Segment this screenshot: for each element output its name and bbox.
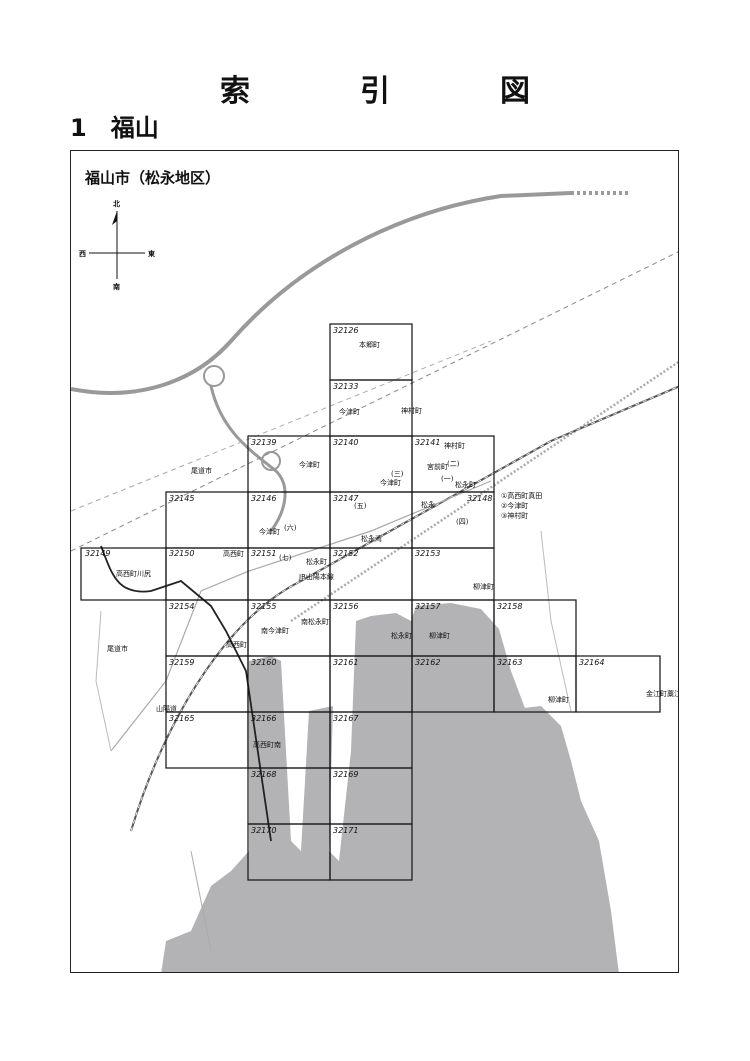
place-label: JR山陽本線 <box>298 572 334 581</box>
tile-id: 32170 <box>251 826 276 835</box>
tile-id: 32141 <box>415 438 440 447</box>
railway-dashed <box>71 251 678 552</box>
place-label: 松永町 <box>391 631 412 640</box>
place-label: 高西町 <box>226 640 247 649</box>
tile-id: 32150 <box>169 549 194 558</box>
compass-south: 南 <box>113 282 120 291</box>
legend-note: ②今津町 <box>501 501 528 510</box>
place-label: 高西町川尻 <box>116 569 151 578</box>
place-label: 松永 <box>421 500 435 509</box>
chome-mark: (七) <box>279 553 292 562</box>
sea-area-east <box>499 706 619 972</box>
tile-id: 32157 <box>415 602 441 611</box>
section-heading: 1 福山 <box>70 114 159 142</box>
tile-id: 32146 <box>251 494 276 503</box>
tile-id: 32167 <box>333 714 359 723</box>
connector-road <box>209 385 287 532</box>
chome-mark: (四) <box>456 518 469 526</box>
place-label: 柳津町 <box>548 695 569 704</box>
chome-mark: (五) <box>354 502 367 510</box>
place-label: 柳津町 <box>429 631 450 640</box>
place-label: 今津町 <box>299 460 320 469</box>
tile-id: 32168 <box>251 770 276 779</box>
tile-id: 32171 <box>333 826 358 835</box>
chome-mark: (二) <box>447 460 460 468</box>
place-label: 山陽道 <box>156 704 177 713</box>
interchange-loop <box>203 365 225 387</box>
chome-mark: (三) <box>391 470 404 478</box>
place-label: 松永湾 <box>361 534 382 543</box>
place-label: 神村町 <box>401 406 422 415</box>
page-title: 索 引 図 <box>220 74 570 109</box>
chome-marks: (一) (二) (三) (四) (五) (六) (七) <box>279 460 469 562</box>
tile-id: 32139 <box>251 438 276 447</box>
tile-id: 32162 <box>415 658 440 667</box>
minor-road <box>190 850 212 952</box>
place-label: 尾道市 <box>107 644 128 653</box>
tile-id: 32156 <box>333 602 358 611</box>
tile-id: 32149 <box>85 549 110 558</box>
shinkansen-dotted <box>290 360 678 623</box>
legend-note: ①高西町真田 <box>501 491 542 500</box>
tile-id: 32163 <box>497 658 522 667</box>
tile-ids: 32126 32133 32139 32140 32141 32145 3214… <box>85 326 604 835</box>
map-canvas: 32126 32133 32139 32140 32141 32145 3214… <box>71 191 679 972</box>
compass-icon: 北 南 東 西 <box>79 199 156 291</box>
tile-id: 32133 <box>333 382 358 391</box>
expressway <box>71 191 572 395</box>
compass-north: 北 <box>113 199 120 208</box>
compass-east: 東 <box>148 249 156 258</box>
chome-mark: (一) <box>441 475 454 483</box>
tile-id: 32147 <box>333 494 359 503</box>
tile-id: 32140 <box>333 438 358 447</box>
place-label: 南今津町 <box>261 626 289 635</box>
map-title: 福山市（松永地区） <box>83 167 223 188</box>
place-label: 高西町南 <box>253 740 281 749</box>
tile-id: 32152 <box>333 549 358 558</box>
place-label: 高西町 <box>223 549 244 558</box>
tile-id: 32159 <box>169 658 194 667</box>
jr-sanyo-line-inner <box>130 386 678 832</box>
tile-id: 32158 <box>497 602 522 611</box>
tile-id: 32161 <box>333 658 358 667</box>
chome-mark: (六) <box>284 523 297 532</box>
place-label: 南松永町 <box>301 617 329 626</box>
tile-id: 32155 <box>251 602 276 611</box>
place-label: 今津町 <box>259 527 280 536</box>
tile-id: 32166 <box>251 714 276 723</box>
place-label: 金江町藁江 <box>646 689 679 698</box>
place-label: 神村町 <box>444 441 465 450</box>
tile-id: 32164 <box>579 658 604 667</box>
place-label: 本郷町 <box>359 340 380 349</box>
place-labels: 本郷町 今津町 神村町 今津町 尾道市 宮前町 今津町 松永 松永町 今津町 高… <box>107 340 679 749</box>
tile-id: 32126 <box>333 326 358 335</box>
city-boundary <box>100 545 272 842</box>
minor-road <box>540 530 572 712</box>
legend-notes: ①高西町真田 ②今津町 ③神村町 <box>501 491 542 520</box>
place-label: 尾道市 <box>191 466 212 475</box>
place-label: 宮前町 <box>427 462 448 471</box>
place-label: 今津町 <box>339 407 360 416</box>
index-map: 32126 32133 32139 32140 32141 32145 3214… <box>70 150 679 973</box>
tile-id: 32145 <box>169 494 194 503</box>
railway-dashed <box>71 340 492 512</box>
compass-west: 西 <box>79 250 86 258</box>
tile-id: 32160 <box>251 658 276 667</box>
tile-id: 32169 <box>333 770 358 779</box>
minor-road <box>95 610 112 752</box>
tile-id: 32151 <box>251 549 276 558</box>
trunk-road <box>110 480 492 752</box>
tile-grid <box>80 323 661 881</box>
place-label: 柳津町 <box>473 582 494 591</box>
tile-id: 32165 <box>169 714 194 723</box>
place-label: 松永町 <box>306 557 327 566</box>
legend-note: ③神村町 <box>501 511 528 520</box>
tile-id: 32154 <box>169 602 194 611</box>
tile-id: 32148 <box>467 494 492 503</box>
place-label: 今津町 <box>380 478 401 487</box>
place-label: 松永町 <box>455 480 476 489</box>
tile-id: 32153 <box>415 549 440 558</box>
